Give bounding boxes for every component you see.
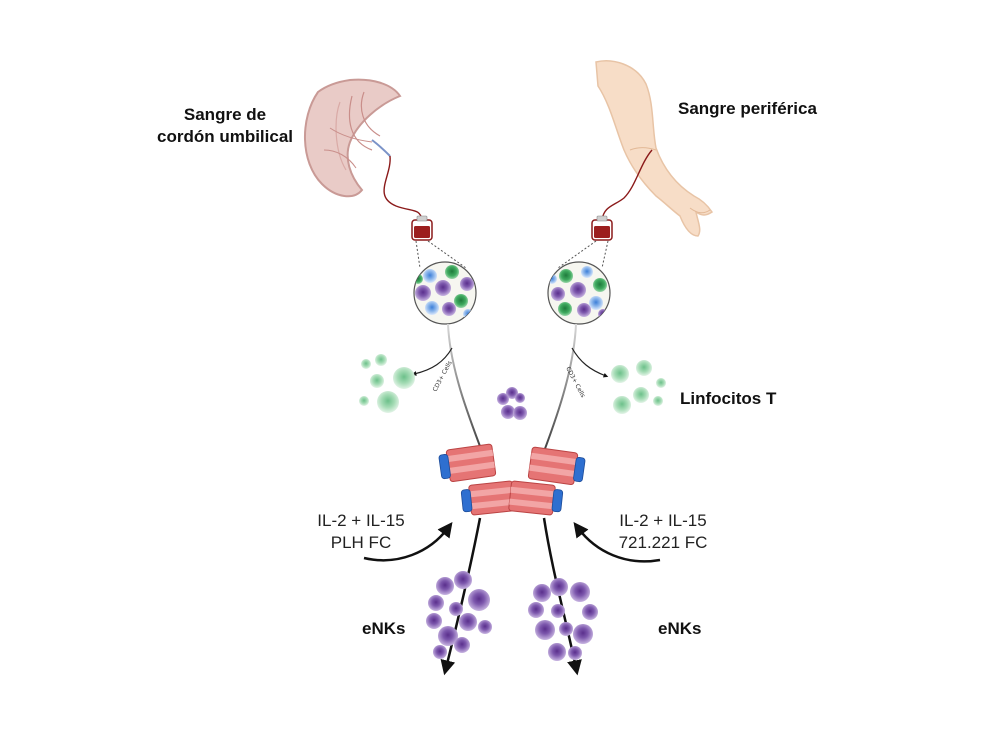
blood-bag-icon <box>591 215 613 241</box>
process-stem-left <box>447 323 487 463</box>
nk-cell-cluster-icon <box>528 578 598 661</box>
t-lymphocytes-label: Linfocitos T <box>680 389 777 408</box>
peripheral-blood-label: Sangre periférica <box>678 99 817 118</box>
cd3-depletion-arrow-left <box>411 347 453 376</box>
blood-bag-icon <box>411 215 433 241</box>
right-cytokines-line2: 721.221 FC <box>618 533 708 552</box>
stimulation-arrow-right <box>573 522 661 563</box>
culture-flask-icon <box>460 480 516 516</box>
arm-icon <box>595 60 714 237</box>
left-cytokines-label: IL-2 + IL-15 PLH FC <box>296 510 426 554</box>
nk-cell-cluster-icon <box>426 571 492 659</box>
cord-blood-label-line2: cordón umbilical <box>156 127 294 146</box>
cd3-label-left: CD3+ Cells <box>432 360 454 393</box>
right-cytokines-label: IL-2 + IL-15 721.221 FC <box>598 510 728 554</box>
cord-blood-label-line1: Sangre de <box>183 105 267 124</box>
nk-cell-cluster-icon <box>497 387 527 420</box>
t-cell-cluster-icon <box>359 354 415 413</box>
left-cytokines-line2: PLH FC <box>330 533 392 552</box>
zoom-lines <box>415 240 609 269</box>
culture-flask-icon <box>508 480 564 516</box>
culture-flask-icon <box>527 446 586 486</box>
right-cytokines-line1: IL-2 + IL-15 <box>619 511 707 530</box>
culture-flask-icon <box>438 443 497 483</box>
process-stem-right <box>539 323 577 463</box>
cord-blood-label: Sangre de cordón umbilical <box>130 104 320 148</box>
cd3-depletion-arrow-right <box>571 347 609 378</box>
placenta-icon <box>303 78 402 198</box>
blood-tube-right <box>601 149 653 221</box>
output-arrow-left <box>440 517 482 676</box>
enk-label-left: eNKs <box>362 619 406 638</box>
cell-mixture-icon <box>413 261 477 325</box>
stimulation-arrow-left <box>363 522 453 562</box>
cell-mixture-icon <box>547 261 611 325</box>
blood-tube-left <box>383 155 423 221</box>
left-cytokines-line1: IL-2 + IL-15 <box>317 511 405 530</box>
enk-label-right: eNKs <box>658 619 702 638</box>
t-cell-cluster-icon <box>611 360 666 414</box>
